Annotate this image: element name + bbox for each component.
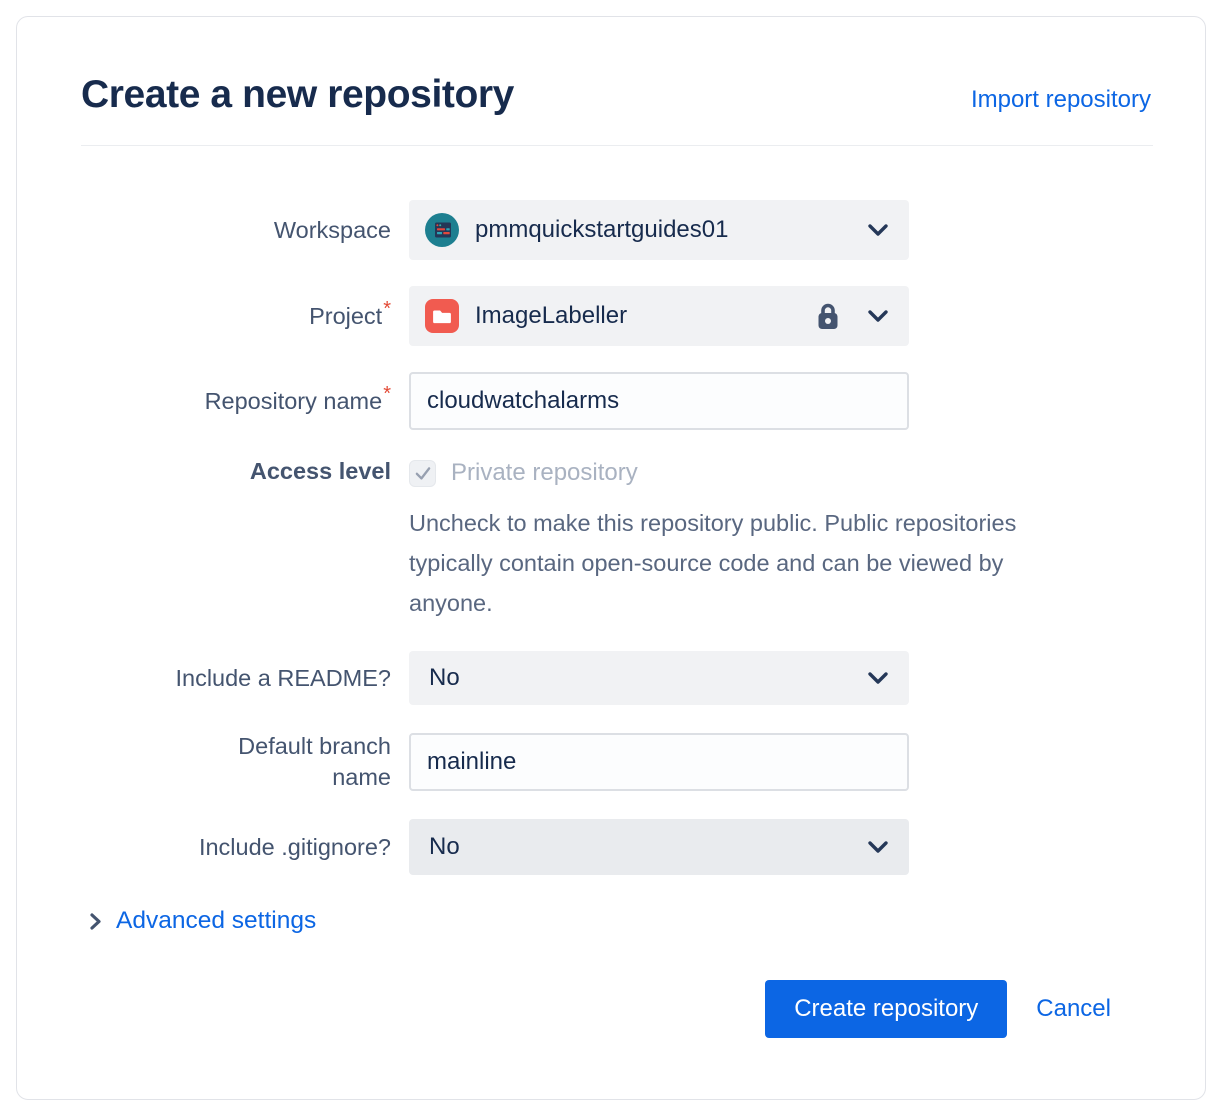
lock-icon	[815, 301, 841, 331]
include-readme-row: Include a README? No	[81, 651, 1153, 705]
access-level-label: Access level	[249, 458, 391, 484]
project-label-text: Project	[309, 302, 383, 329]
chevron-right-icon	[89, 912, 102, 931]
access-level-row: Access level Private repository Uncheck …	[81, 456, 1153, 623]
chevron-down-icon	[867, 840, 889, 854]
create-repository-form: Workspace pmmquickstartguides01	[81, 200, 1153, 875]
page-title: Create a new repository	[81, 73, 514, 116]
include-gitignore-label: Include .gitignore?	[198, 833, 391, 860]
advanced-settings-toggle[interactable]: Advanced settings	[89, 907, 316, 935]
include-gitignore-row: Include .gitignore? No	[81, 819, 1153, 875]
project-select[interactable]: ImageLabeller	[409, 286, 909, 346]
default-branch-input[interactable]	[409, 733, 909, 791]
include-readme-select[interactable]: No	[409, 651, 909, 705]
advanced-settings-label: Advanced settings	[116, 907, 317, 934]
project-avatar-icon	[425, 299, 459, 333]
checkmark-icon	[415, 467, 430, 480]
chevron-down-icon	[867, 671, 889, 685]
workspace-row: Workspace pmmquickstartguides01	[81, 200, 1153, 260]
repository-name-label: Repository name*	[204, 382, 391, 417]
default-branch-row: Default branch name	[81, 731, 1153, 793]
dialog-header: Create a new repository Import repositor…	[81, 73, 1153, 117]
project-row: Project* ImageLabeller	[81, 286, 1153, 346]
include-gitignore-value: No	[429, 833, 460, 860]
project-label: Project*	[309, 297, 391, 332]
import-repository-link[interactable]: Import repository	[970, 86, 1151, 113]
private-repository-checkbox[interactable]	[409, 459, 436, 487]
header-divider	[81, 145, 1153, 146]
create-repository-card: Create a new repository Import repositor…	[16, 16, 1206, 1100]
default-branch-label: Default branch name	[238, 733, 391, 790]
chevron-down-icon	[867, 223, 889, 237]
repository-name-input[interactable]	[409, 372, 909, 430]
cancel-button[interactable]: Cancel	[1036, 994, 1111, 1022]
create-repository-button[interactable]: Create repository	[765, 979, 1008, 1038]
required-asterisk: *	[383, 382, 391, 405]
workspace-value: pmmquickstartguides01	[475, 216, 729, 243]
workspace-select[interactable]: pmmquickstartguides01	[409, 200, 909, 260]
project-value: ImageLabeller	[475, 302, 628, 329]
include-readme-label: Include a README?	[175, 664, 391, 691]
repository-name-row: Repository name*	[81, 372, 1153, 430]
access-level-help-text: Uncheck to make this repository public. …	[409, 510, 1017, 616]
workspace-label: Workspace	[273, 216, 391, 243]
include-readme-value: No	[429, 664, 460, 691]
required-asterisk: *	[383, 297, 391, 320]
chevron-down-icon	[867, 309, 889, 323]
private-repository-label: Private repository	[451, 459, 638, 486]
workspace-avatar-icon	[425, 213, 459, 247]
dialog-actions: Create repository Cancel	[81, 979, 1153, 1038]
include-gitignore-select[interactable]: No	[409, 819, 909, 875]
repository-name-label-text: Repository name	[204, 387, 383, 414]
